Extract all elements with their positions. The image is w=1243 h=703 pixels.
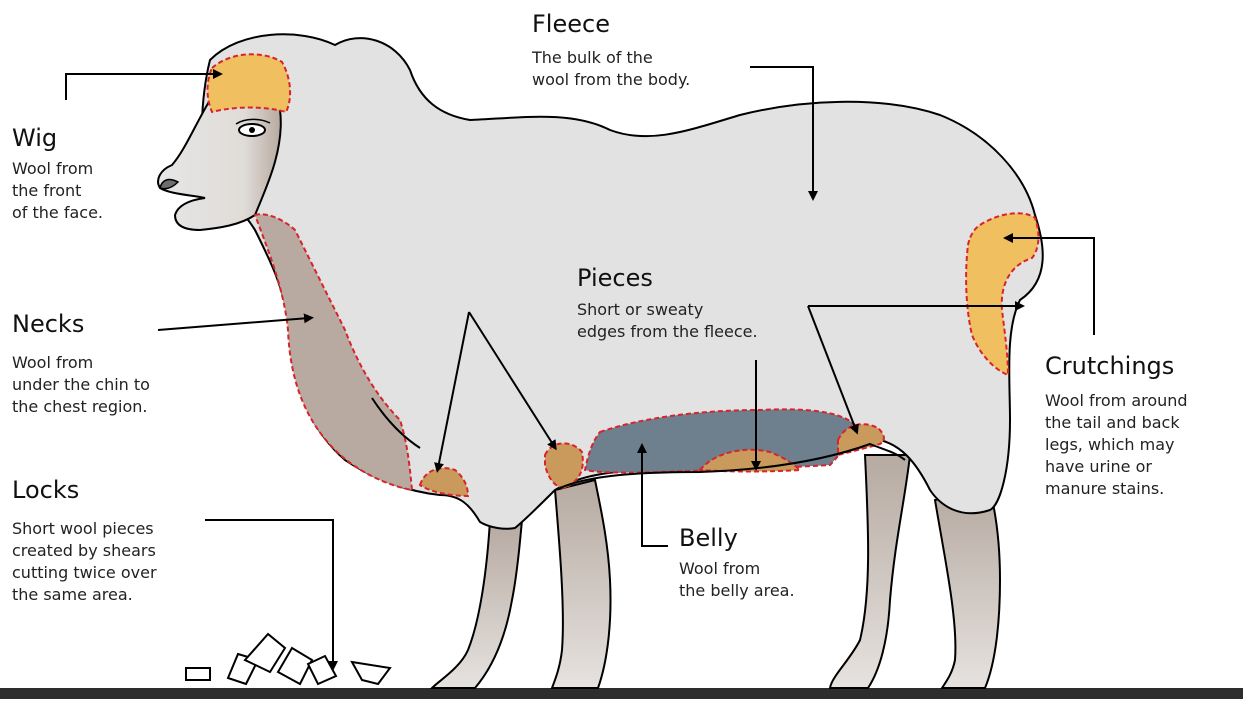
ground-bar [0,688,1243,699]
fleece-title: Fleece [532,10,690,38]
front-leg-front [552,480,611,688]
crutchings-title: Crutchings [1045,352,1188,380]
locks-label: Locks Short wool pieces created by shear… [12,476,157,606]
necks-label: Necks Wool from under the chin to the ch… [12,310,150,418]
belly-label: Belly Wool from the belly area. [679,524,795,602]
fleece-label: Fleece The bulk of the wool from the bod… [532,10,690,91]
rear-leg-front [935,490,1000,688]
crutchings-description: Wool from around the tail and back legs,… [1045,390,1188,500]
rear-leg-back [830,455,910,688]
crutchings-label: Crutchings Wool from around the tail and… [1045,352,1188,500]
locks-title: Locks [12,476,157,504]
fleece-description: The bulk of the wool from the body. [532,47,690,91]
necks-title: Necks [12,310,150,338]
wig-description: Wool from the front of the face. [12,158,103,224]
locks-pieces [186,634,390,684]
belly-description: Wool from the belly area. [679,558,795,602]
locks-description: Short wool pieces created by shears cutt… [12,518,157,606]
wig-label: Wig Wool from the front of the face. [12,124,103,224]
belly-title: Belly [679,524,795,552]
necks-leader-arrow [158,318,309,330]
pieces-description: Short or sweaty edges from the fleece. [577,299,758,343]
pieces-title: Pieces [577,264,758,292]
necks-description: Wool from under the chin to the chest re… [12,352,150,418]
wig-region [208,54,291,112]
front-leg-back [432,520,522,688]
pieces-label: Pieces Short or sweaty edges from the fl… [577,264,758,343]
wig-title: Wig [12,124,103,152]
wig-leader-arrow [66,74,218,100]
